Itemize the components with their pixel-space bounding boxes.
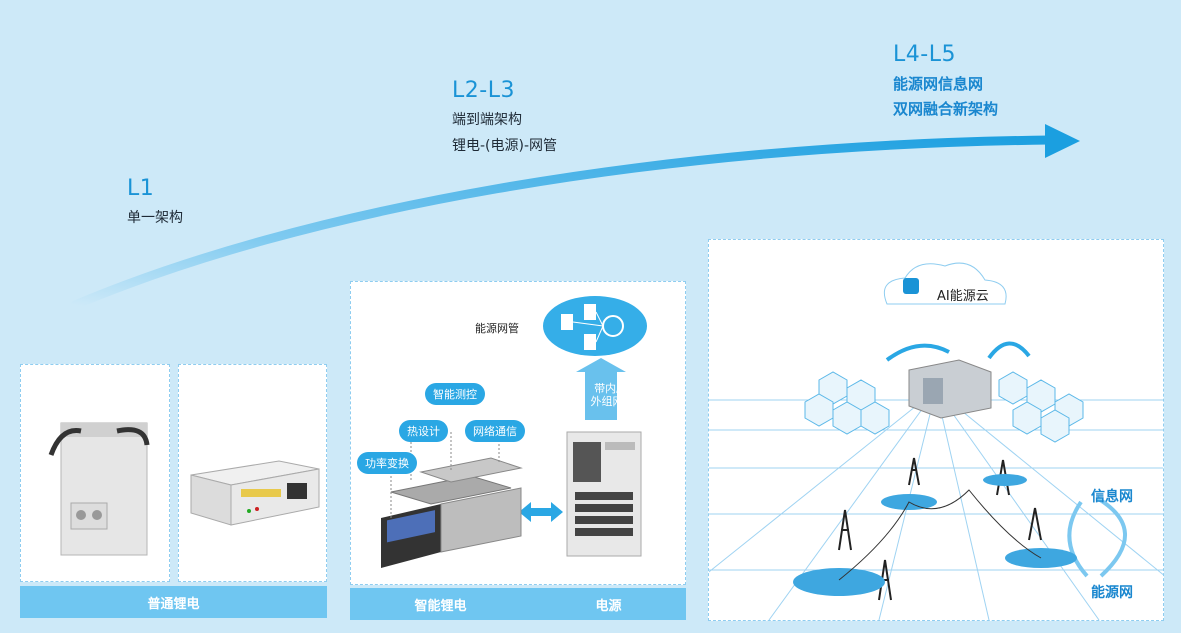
energy-network-label: 能源网 <box>1091 585 1133 601</box>
panel-basic-battery-1 <box>20 364 170 582</box>
level-l4-desc-1: 能源网信息网 <box>893 75 984 93</box>
level-l4-title: L4-L5 <box>893 42 956 67</box>
feature-smart-monitor: 智能测控 <box>425 383 485 405</box>
level-l2-desc-2: 锂电-(电源)-网管 <box>452 138 558 154</box>
panel-ai-cloud: AI能源云 信息网 能源网 <box>708 239 1164 621</box>
ai-cloud-label: AI能源云 <box>937 289 989 304</box>
level-l2-title: L2-L3 <box>452 78 515 103</box>
footer-basic-battery: 普通锂电 <box>20 586 327 618</box>
level-l1-title: L1 <box>127 176 155 201</box>
level-l4-desc-2: 双网融合新架构 <box>893 100 999 118</box>
panel-smart-battery: 能源网管 带内/外组网 智能测控 热设计 网络通信 功率变换 <box>350 281 686 585</box>
energy-grid-illustration <box>709 262 1163 620</box>
battery-tall-illustration <box>48 422 150 556</box>
battery-rack-illustration <box>190 460 320 526</box>
netmgmt-label: 能源网管 <box>475 322 519 335</box>
feature-thermal: 热设计 <box>399 420 448 442</box>
info-network-label: 信息网 <box>1091 489 1133 505</box>
inout-network-label: 带内/外组网 <box>590 382 624 408</box>
footer-smart: 智能锂电 电源 <box>350 588 686 620</box>
smart-battery-illustration <box>381 296 647 568</box>
footer-power: 电源 <box>595 598 622 614</box>
panel-basic-battery-2 <box>178 364 327 582</box>
level-l1-desc: 单一架构 <box>127 210 183 226</box>
footer-smart-battery: 智能锂电 <box>414 598 467 614</box>
feature-network: 网络通信 <box>465 420 525 442</box>
feature-power-conversion: 功率变换 <box>357 452 417 474</box>
level-l2-desc-1: 端到端架构 <box>452 112 522 128</box>
